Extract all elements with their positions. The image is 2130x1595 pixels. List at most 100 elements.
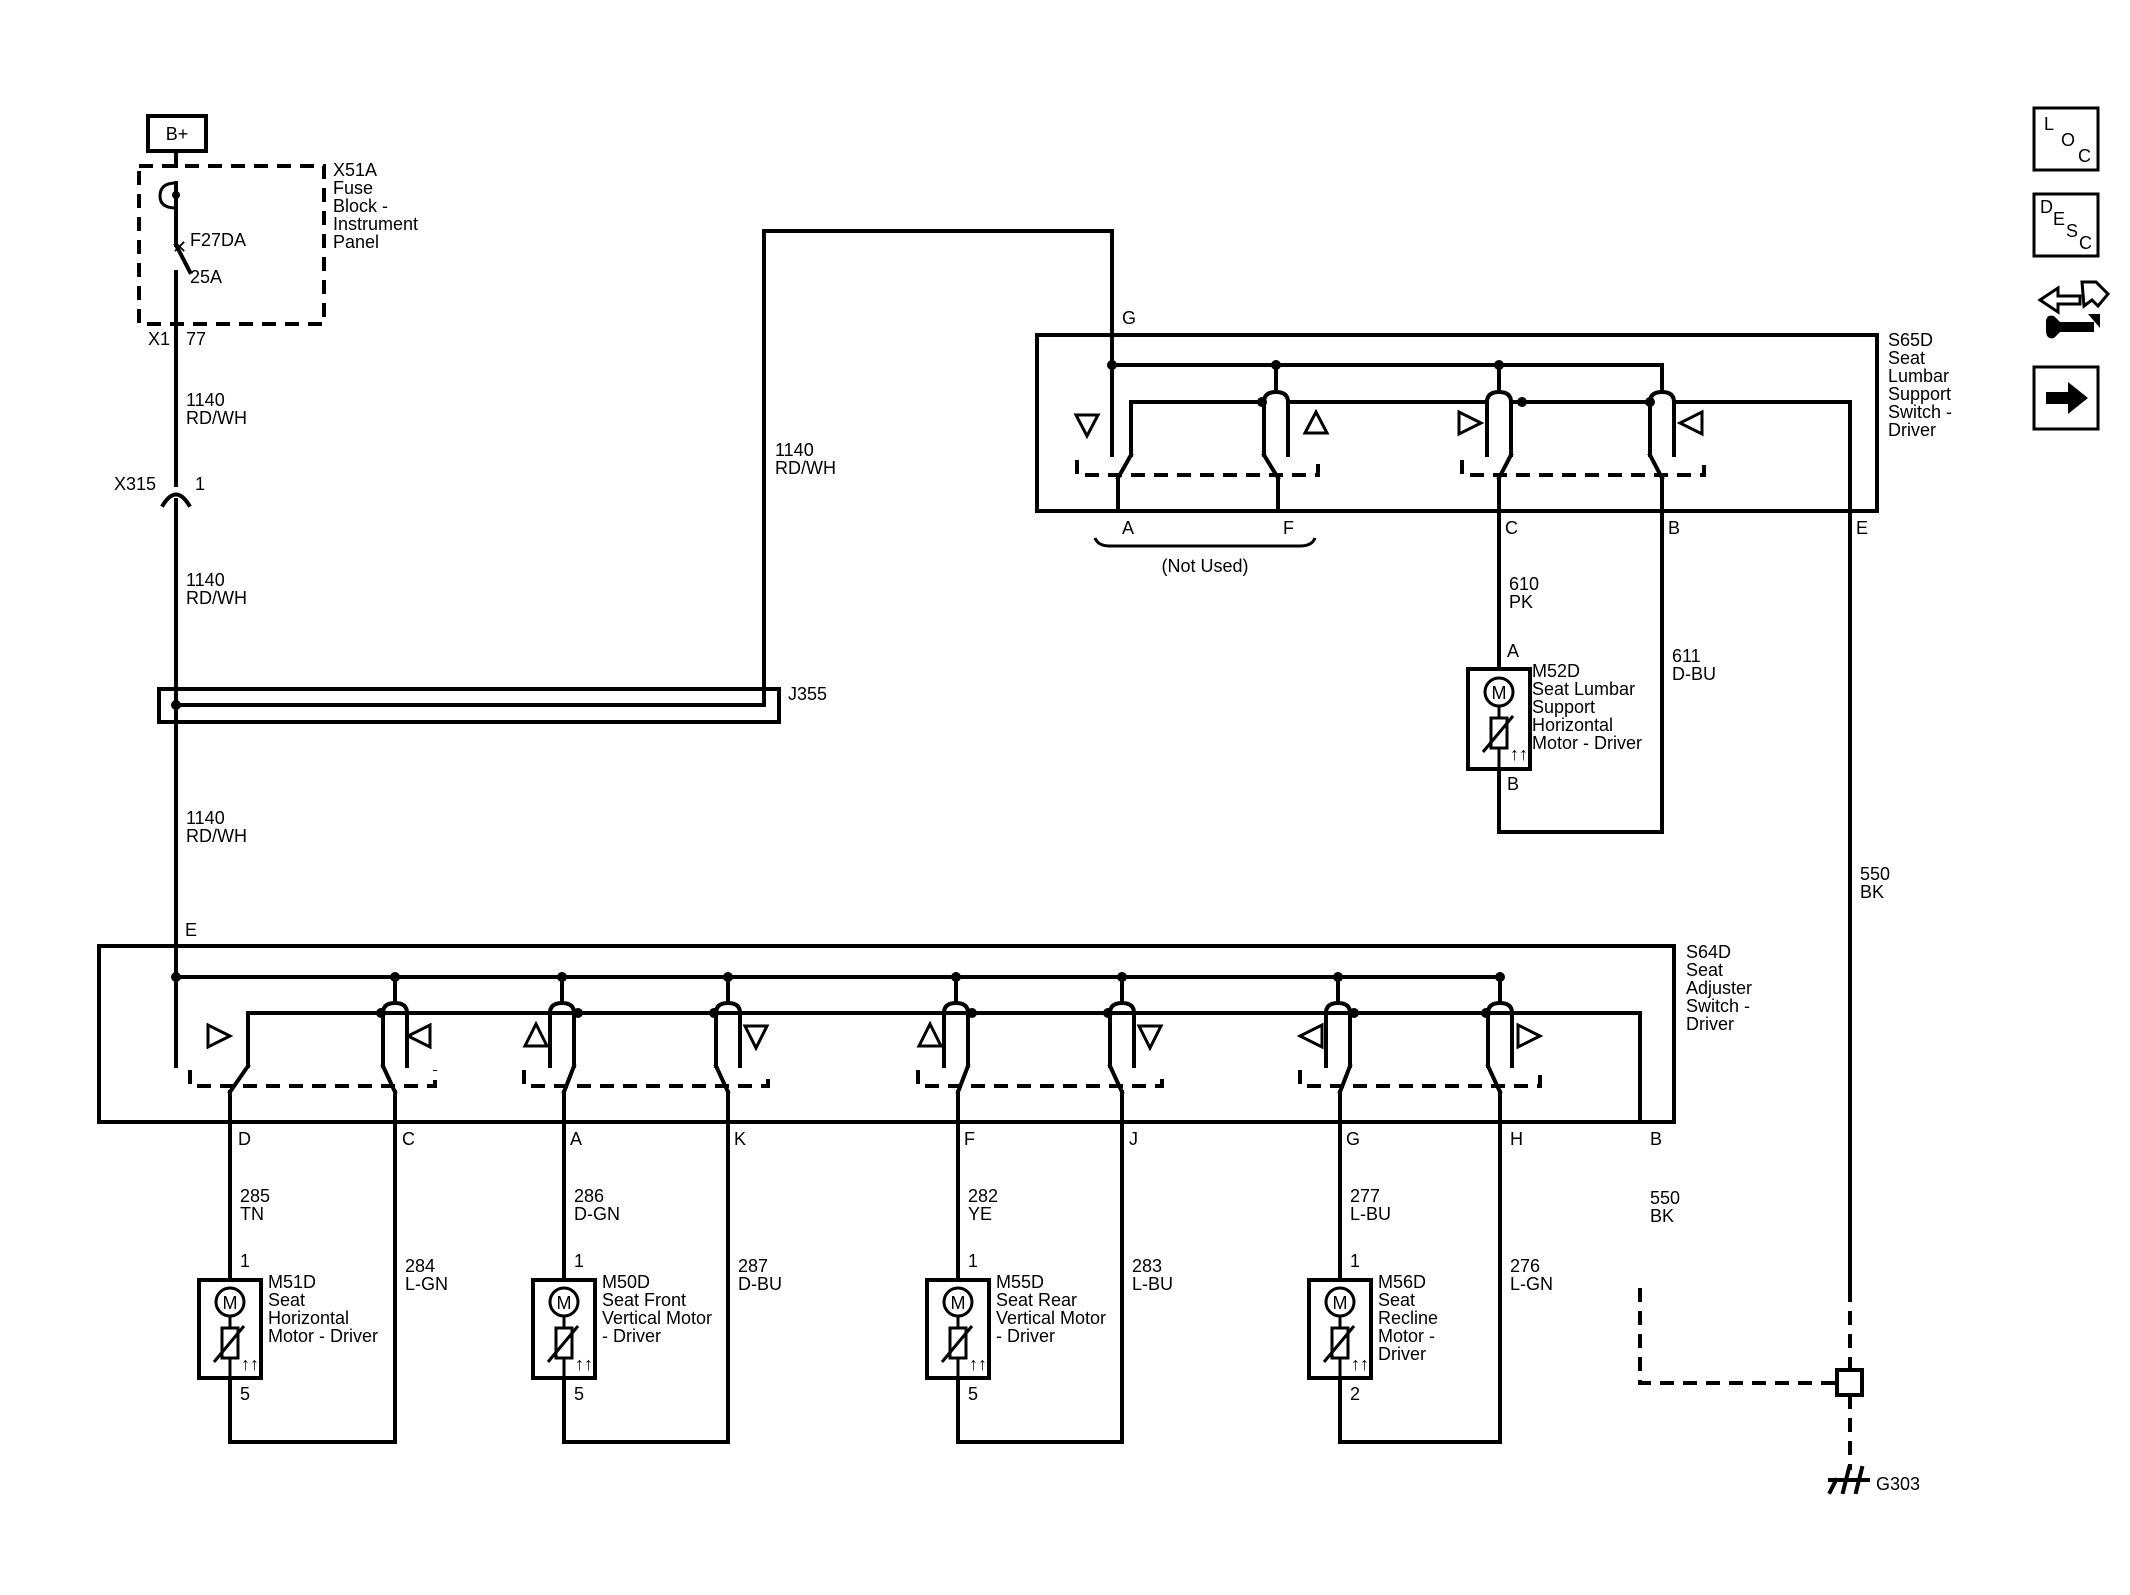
adjuster-pin-h: H xyxy=(1510,1129,1523,1149)
wire-left-circuit: 277 xyxy=(1350,1186,1380,1206)
wire-550-circuit-2: 550 xyxy=(1650,1188,1680,1208)
wire-610-color: PK xyxy=(1509,592,1533,612)
contact-hump xyxy=(713,1000,743,1016)
wire-left-circuit: 282 xyxy=(968,1186,998,1206)
adjuster-pin-d: D xyxy=(238,1129,251,1149)
desc-letter-s: S xyxy=(2066,221,2078,241)
wire-1140-color-1: RD/WH xyxy=(186,408,247,428)
adjuster-section-2 xyxy=(522,972,770,1124)
lumbar-pin-b: B xyxy=(1668,518,1680,538)
wire-right-circuit: 283 xyxy=(1132,1256,1162,1276)
motor-pin-top: 1 xyxy=(1350,1251,1360,1271)
motor-pin-top: 1 xyxy=(240,1251,250,1271)
wire-left-color: YE xyxy=(968,1204,992,1224)
ground-splice xyxy=(1835,1368,1864,1397)
lumbar-motor-arrows: ↑↑ xyxy=(1510,744,1528,764)
lumbar-switch-name-1: Seat xyxy=(1888,348,1925,368)
contact-hump xyxy=(1323,1000,1353,1016)
seat-motors: 285TN284L-GN15M↑↑M51DSeatHorizontalMotor… xyxy=(197,1120,1553,1444)
adjuster-switch-name-2: Adjuster xyxy=(1686,978,1752,998)
wire-left-color: TN xyxy=(240,1204,264,1224)
motor-name-line: - Driver xyxy=(602,1326,661,1346)
adjuster-switch-name-1: Seat xyxy=(1686,960,1723,980)
description-button[interactable]: D E S C xyxy=(2032,192,2100,258)
adjuster-pin-k: K xyxy=(734,1129,746,1149)
actuator-bracket xyxy=(188,1070,437,1088)
wire-287 xyxy=(562,1120,730,1444)
not-used-brace xyxy=(1093,537,1317,548)
wire-550-color-1: BK xyxy=(1860,882,1884,902)
direction-arrow-up xyxy=(522,1020,550,1048)
adjuster-section-4 xyxy=(1296,972,1544,1124)
motor-pin-bottom: 5 xyxy=(968,1384,978,1404)
lumbar-switch-name-3: Support xyxy=(1888,384,1951,404)
loc-letter-c: C xyxy=(2078,146,2091,166)
leg-line xyxy=(380,1063,398,1095)
loc-letter-l: L xyxy=(2044,114,2054,134)
adjuster-pin-b: B xyxy=(1650,1129,1662,1149)
direction-arrow-left xyxy=(404,1022,432,1050)
next-arrow-icon[interactable] xyxy=(2032,365,2100,431)
motor-pin-bottom: 5 xyxy=(574,1384,584,1404)
wire-610-circuit: 610 xyxy=(1509,574,1539,594)
motor-name-line: Recline xyxy=(1378,1308,1438,1328)
wire-1140-label-4: 1140 xyxy=(186,808,225,828)
motor-arrows: ↑↑ xyxy=(969,1354,987,1374)
motor-name-line: Seat Front xyxy=(602,1290,686,1310)
desc-letter-c: C xyxy=(2079,233,2092,253)
direction-arrow-up xyxy=(916,1020,944,1048)
connector-icon[interactable] xyxy=(2037,280,2111,339)
leg-line xyxy=(227,1063,251,1095)
fuse-connector: X1 xyxy=(148,329,170,349)
lumbar-switch-name-4: Switch - xyxy=(1888,402,1952,422)
motor-pin-top: 1 xyxy=(574,1251,584,1271)
adjuster-switch-box xyxy=(97,944,1676,1124)
fuse-block-name-1: Fuse xyxy=(333,178,373,198)
splice-id: J355 xyxy=(788,684,827,704)
adjuster-pin-g: G xyxy=(1346,1129,1360,1149)
direction-arrow-down xyxy=(742,1024,770,1052)
ground-id: G303 xyxy=(1876,1474,1920,1494)
motor-pin-top: 1 xyxy=(968,1251,978,1271)
wire-284 xyxy=(228,1120,397,1444)
desc-letter-e: E xyxy=(2053,209,2065,229)
location-button[interactable]: L O C xyxy=(2032,106,2100,172)
contact-hump xyxy=(1107,1000,1137,1016)
motor-name-line: Seat xyxy=(1378,1290,1415,1310)
actuator-bracket xyxy=(1298,1070,1542,1088)
motor-name-line: - Driver xyxy=(996,1326,1055,1346)
wire-276 xyxy=(1338,1120,1502,1444)
fuse-block-name-3: Instrument xyxy=(333,214,418,234)
fuse-x-mark: ✕ xyxy=(172,237,187,257)
adjuster-switch-id: S64D xyxy=(1686,942,1731,962)
motor-name-line: Seat xyxy=(268,1290,305,1310)
wire-550-color-2: BK xyxy=(1650,1206,1674,1226)
lumbar-motor-pin-a: A xyxy=(1507,641,1519,661)
leg-line xyxy=(713,1063,731,1095)
leg-line xyxy=(955,1063,971,1095)
direction-arrow-left xyxy=(1296,1022,1324,1050)
direction-arrow-right xyxy=(1516,1022,1544,1050)
wire-right-circuit: 287 xyxy=(738,1256,768,1276)
lumbar-pin-f: F xyxy=(1283,518,1294,538)
fuse-block-name-2: Block - xyxy=(333,196,388,216)
lumbar-motor-name-1: Seat Lumbar xyxy=(1532,679,1635,699)
adjuster-pin-c: C xyxy=(402,1129,415,1149)
motor-m56d: 277L-BU276L-GN12M↑↑M56DSeatReclineMotor … xyxy=(1307,1120,1553,1444)
leg-line xyxy=(561,1063,577,1095)
motor-name-line: Driver xyxy=(1378,1344,1426,1364)
motor-name-line: Motor - xyxy=(1378,1326,1435,1346)
lumbar-switch-internals xyxy=(1073,360,1852,513)
wire-611 xyxy=(1497,509,1664,834)
contact-hump xyxy=(547,1000,577,1016)
lumbar-switch-name-2: Lumbar xyxy=(1888,366,1949,386)
inline-connector-id: X315 xyxy=(114,474,156,494)
desc-letter-d: D xyxy=(2040,197,2053,217)
lumbar-motor-name-2: Support xyxy=(1532,697,1595,717)
battery-label: B+ xyxy=(166,124,189,144)
wire-1140-to-lumbar xyxy=(762,229,1114,707)
motor-m-symbol: M xyxy=(223,1293,238,1313)
motor-id: M55D xyxy=(996,1272,1044,1292)
actuator-bracket xyxy=(522,1070,770,1088)
